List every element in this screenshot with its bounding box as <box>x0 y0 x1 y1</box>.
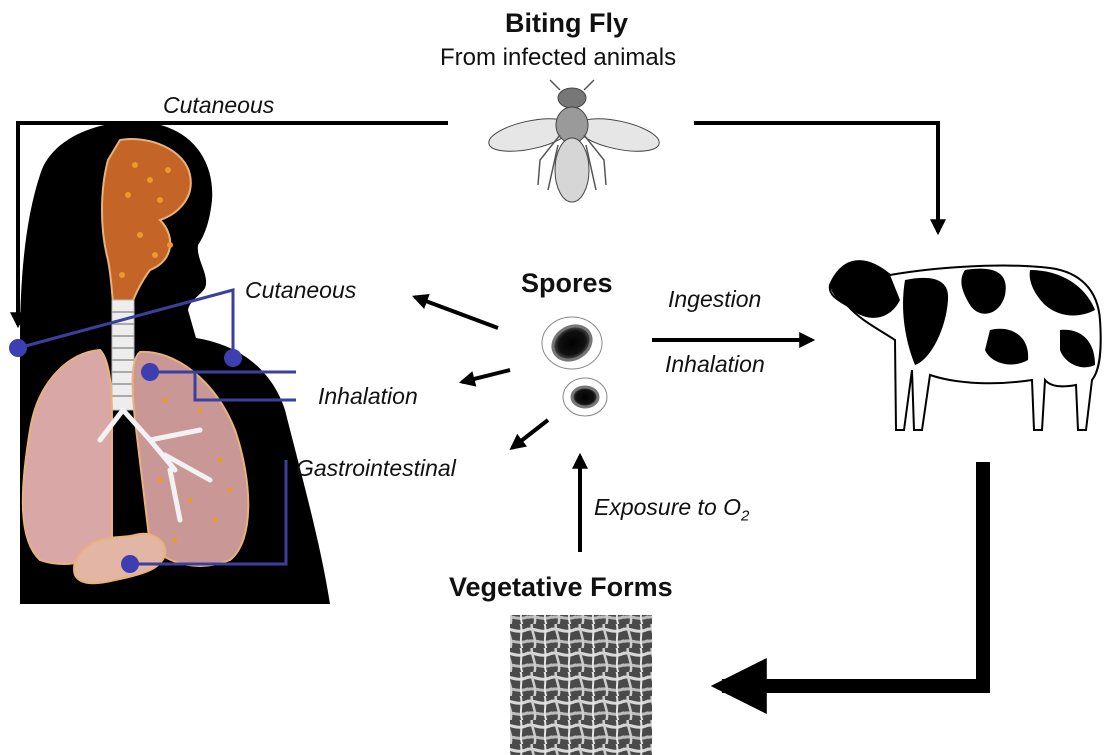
exposure-label: Exposure to O2 <box>594 494 749 525</box>
cutaneous-dot-right <box>224 349 242 367</box>
fly-head <box>558 88 586 108</box>
gi-dot <box>121 555 139 573</box>
spores-to-gi-arrow <box>512 420 548 448</box>
fly-to-cow-arrow <box>694 123 938 232</box>
cow-to-vegetative-arrow <box>722 462 983 686</box>
fly-abdomen <box>555 138 589 202</box>
vegetative-forms-micrograph <box>510 615 652 755</box>
inhalation-dot <box>141 363 159 381</box>
inhalation-label: Inhalation <box>318 383 418 410</box>
inhalation-cow-label: Inhalation <box>665 351 765 378</box>
exposure-text: Exposure to O <box>594 494 741 520</box>
spore-1 <box>547 319 598 367</box>
ingestion-label: Ingestion <box>668 286 761 313</box>
gastrointestinal-label: Gastrointestinal <box>296 455 456 482</box>
cutaneous-label: Cutaneous <box>245 277 356 304</box>
cow-illustration <box>830 261 1101 430</box>
spores-illustration <box>542 317 607 416</box>
cutaneous-top-label: Cutaneous <box>163 92 274 119</box>
exposure-subscript: 2 <box>741 508 749 525</box>
fly-illustration <box>486 80 662 202</box>
vegetative-title: Vegetative Forms <box>449 572 673 603</box>
fly-subtitle: From infected animals <box>440 44 676 72</box>
spores-to-inhalation-arrow <box>462 370 510 382</box>
cutaneous-dot-left <box>9 339 27 357</box>
fly-title: Biting Fly <box>505 8 628 39</box>
spores-title: Spores <box>521 268 613 299</box>
cow-patch-head <box>830 261 900 318</box>
spore-2 <box>572 387 598 407</box>
human-figure <box>20 122 330 604</box>
spores-to-cutaneous-arrow <box>415 297 498 328</box>
